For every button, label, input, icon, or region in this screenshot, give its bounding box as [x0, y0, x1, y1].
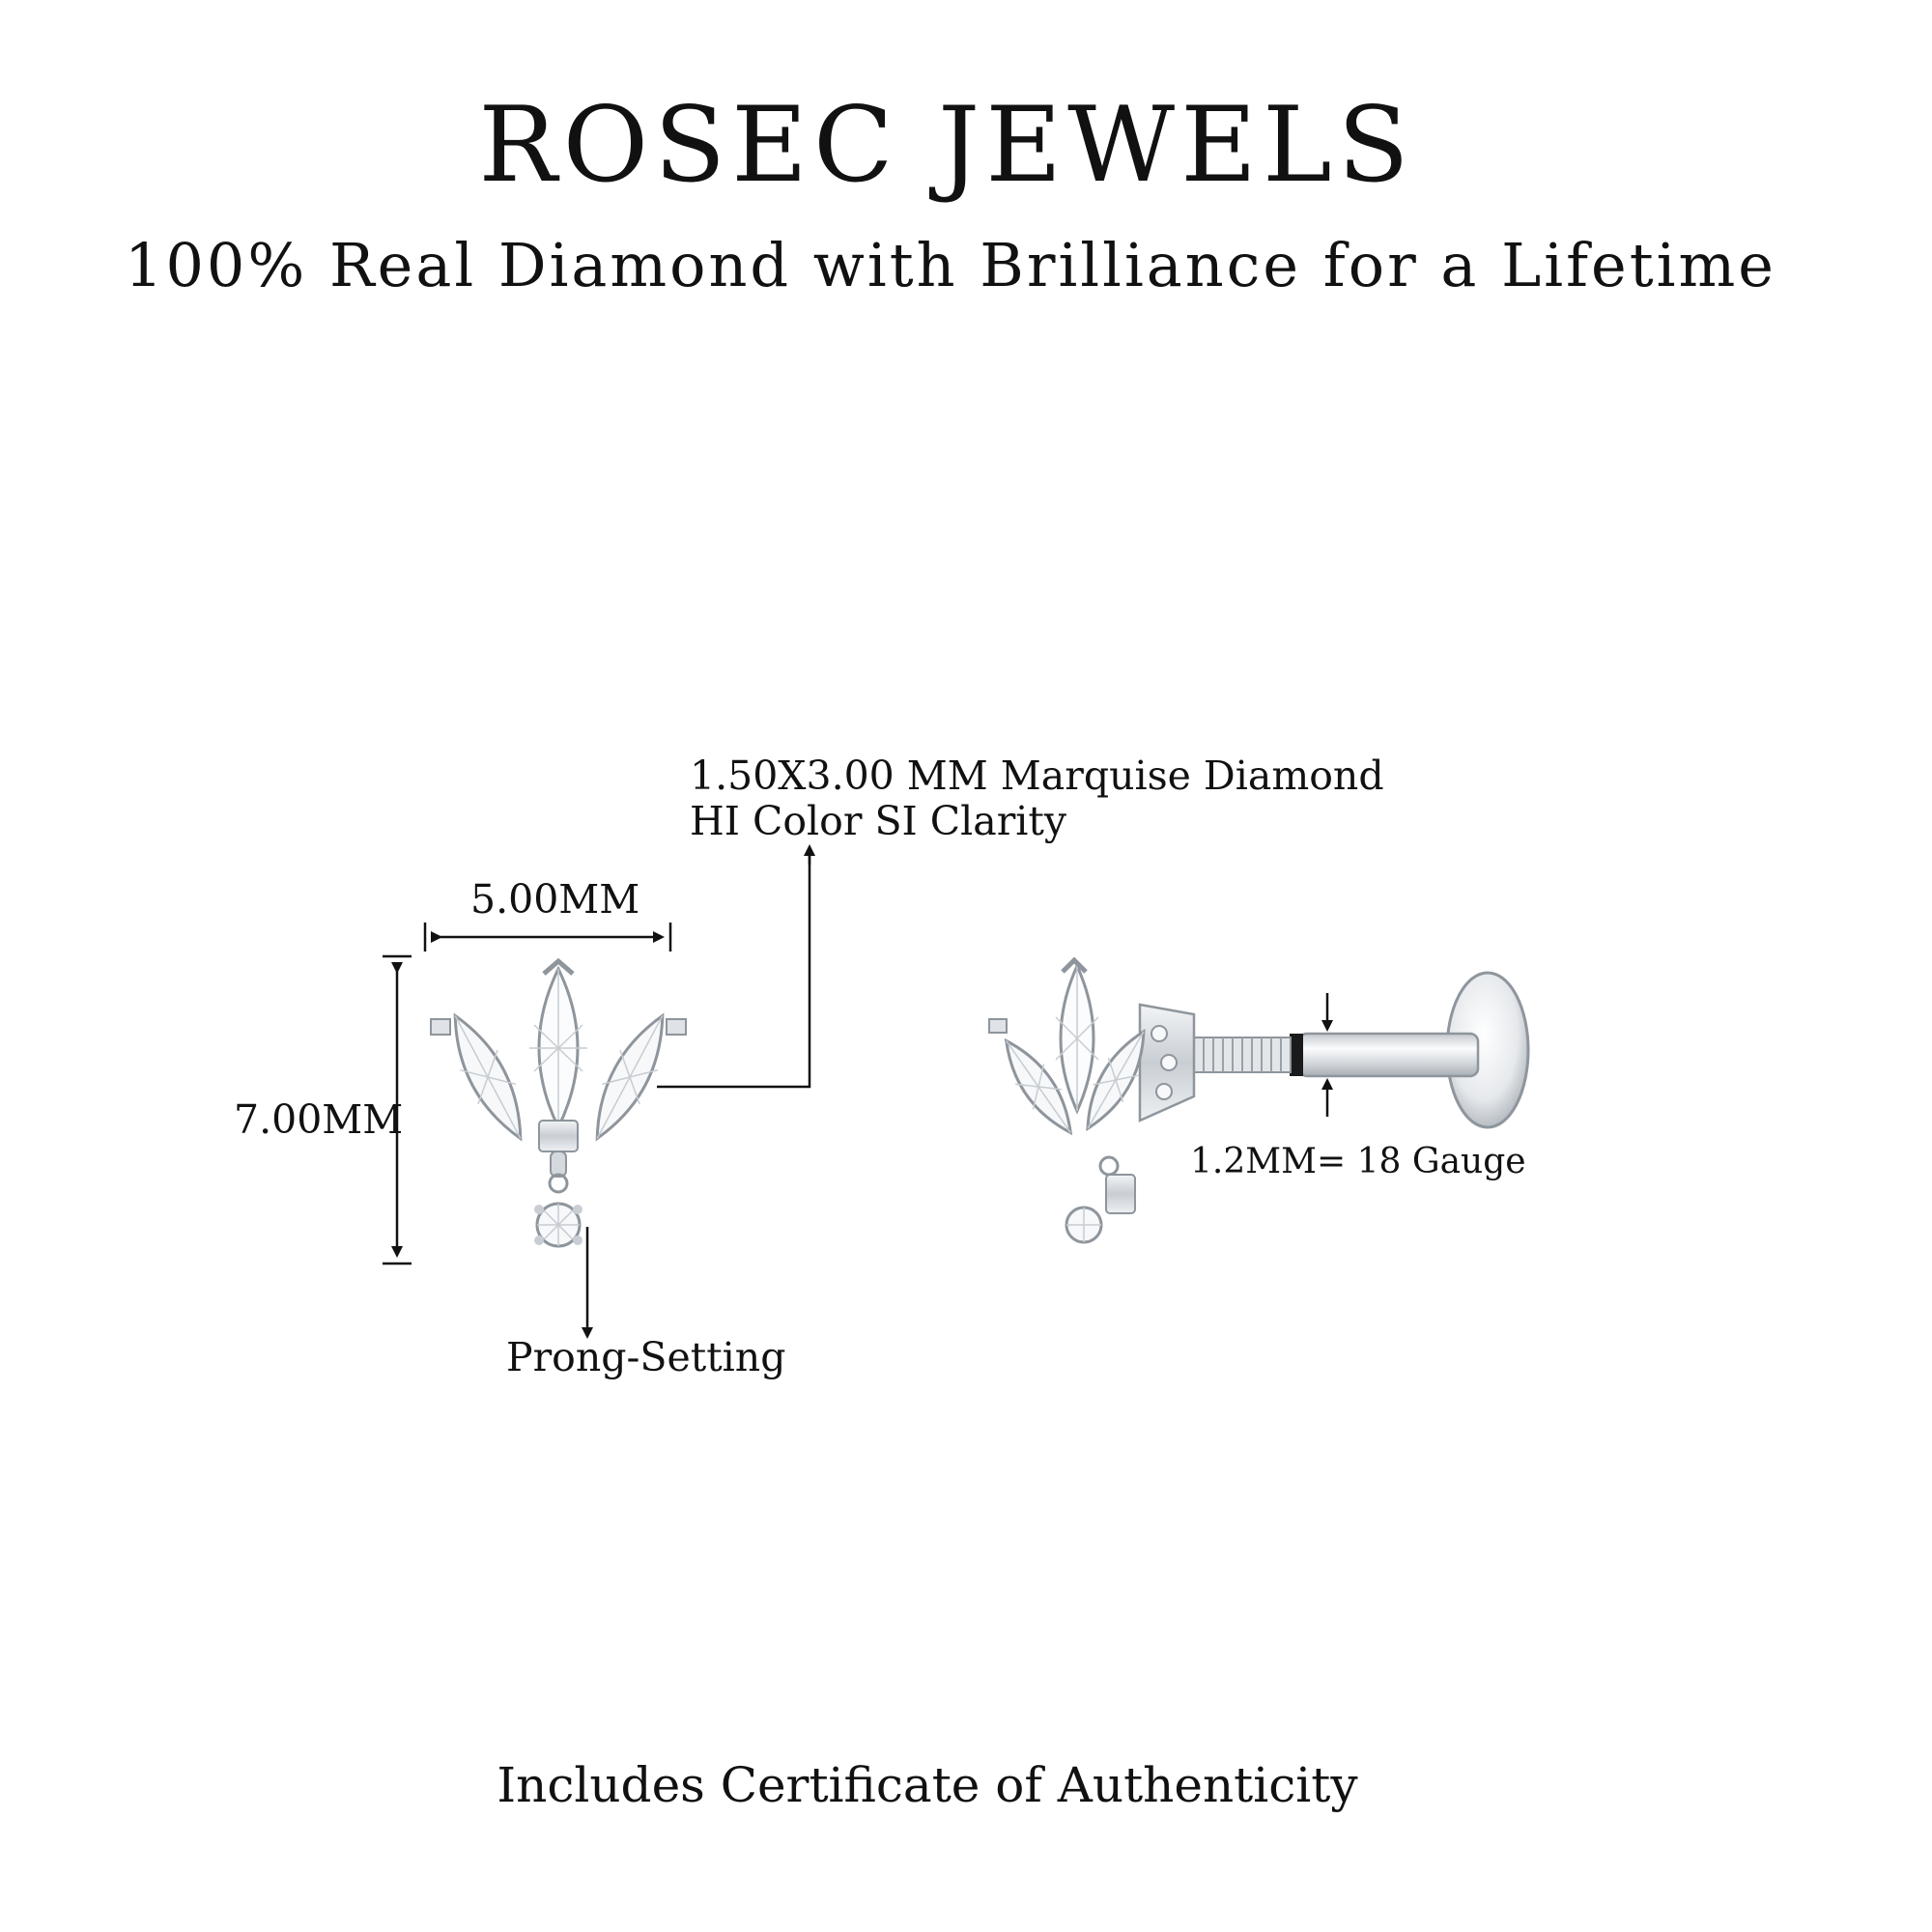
stone-spec-label: 1.50X3.00 MM Marquise Diamond HI Color S…	[690, 753, 1384, 844]
stone-spec-line1: 1.50X3.00 MM Marquise Diamond	[690, 753, 1384, 799]
tagline: 100% Real Diamond with Brilliance for a …	[125, 230, 1776, 300]
stone-spec-line2: HI Color SI Clarity	[690, 798, 1067, 845]
gauge-label: 1.2MM= 18 Gauge	[1190, 1142, 1526, 1181]
width-dimension	[423, 923, 672, 952]
stone-callout-leader	[657, 844, 815, 1089]
certificate-note: Includes Certificate of Authenticity	[497, 1757, 1358, 1813]
height-label: 7.00MM	[234, 1096, 404, 1143]
prong-setting-label: Prong-Setting	[506, 1334, 786, 1380]
earring-side-view	[988, 956, 1530, 1244]
thread	[1185, 1037, 1292, 1073]
earring-front-view	[430, 957, 687, 1248]
height-dimension	[383, 954, 412, 1265]
brand-title: ROSEC JEWELS	[478, 85, 1415, 206]
width-label: 5.00MM	[470, 876, 640, 923]
